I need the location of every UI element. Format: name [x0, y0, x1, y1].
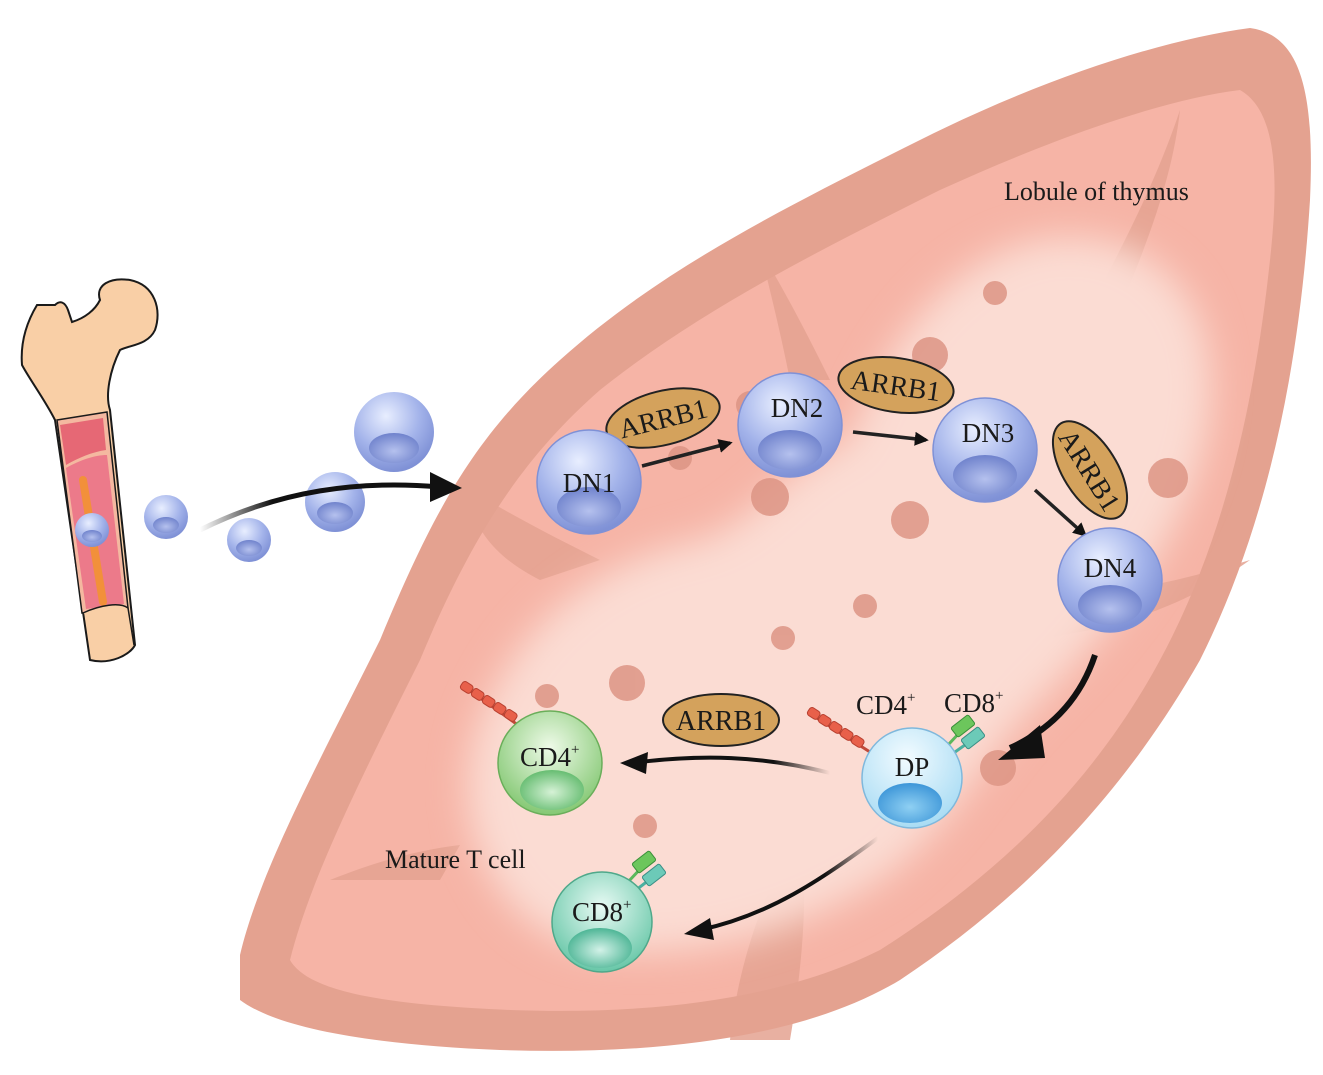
arrow-dn4-dp-head: [998, 725, 1045, 760]
progenitor-cell: [354, 392, 434, 472]
cell-cd4: CD4+: [459, 681, 603, 816]
migrating-progenitors: [75, 392, 462, 562]
arrb1-label: ARRB1: [676, 706, 766, 737]
cd4-receptor: [806, 707, 871, 754]
progenitor-cell: [144, 495, 188, 539]
arrow-dn3-dn4: [1033, 488, 1088, 537]
arrow-dn1-dn2: [641, 439, 733, 468]
progenitor-cell: [305, 472, 365, 532]
dp-cd8-marker: CD8+: [944, 688, 1003, 718]
cd8-label: CD8+: [572, 897, 631, 927]
cell-dn3: DN3: [932, 397, 1038, 503]
arrow-dp-cd8-head: [684, 918, 714, 940]
cd4-receptor: [459, 681, 523, 730]
femur-bone-marrow: [20, 278, 159, 663]
progenitor-cell: [227, 518, 271, 562]
arrb1-badge: ARRB1: [662, 693, 780, 747]
arrb1-badge: ARRB1: [837, 356, 955, 414]
dp-cd4-marker: CD4+: [856, 690, 915, 720]
cell-cd8: CD8+: [551, 850, 667, 973]
thymus-medulla: [467, 236, 1212, 952]
cell-dn1: DN1: [536, 429, 642, 535]
bone-end: [82, 604, 135, 646]
diagram-title: Lobule of thymus: [1004, 177, 1189, 206]
dn3-label: DN3: [962, 418, 1015, 448]
cell-dn4: DN4: [1057, 527, 1163, 633]
arrow-dp-cd4-head: [620, 752, 648, 774]
dn4-label: DN4: [1084, 553, 1137, 583]
progenitor-cell: [75, 513, 109, 547]
cell-dp: DP: [806, 707, 986, 829]
dp-label: DP: [895, 752, 930, 782]
migration-arrow: [198, 482, 441, 533]
arrow-dp-cd4: [639, 755, 831, 775]
mature-t-cell-label: Mature T cell: [385, 845, 526, 874]
arrow-dp-cd8: [699, 836, 880, 932]
migration-arrowhead: [430, 472, 462, 502]
arrb1-badge: ARRB1: [605, 387, 721, 449]
cd4-label: CD4+: [520, 742, 579, 772]
arrow-dn2-dn3: [852, 430, 929, 446]
development-arrows: [641, 430, 1088, 537]
spongy-marrow: [60, 418, 106, 465]
dn1-label: DN1: [563, 468, 616, 498]
cell-dn2: DN2: [737, 372, 843, 478]
cd8-receptor: [946, 714, 986, 754]
dn2-label: DN2: [771, 393, 824, 423]
